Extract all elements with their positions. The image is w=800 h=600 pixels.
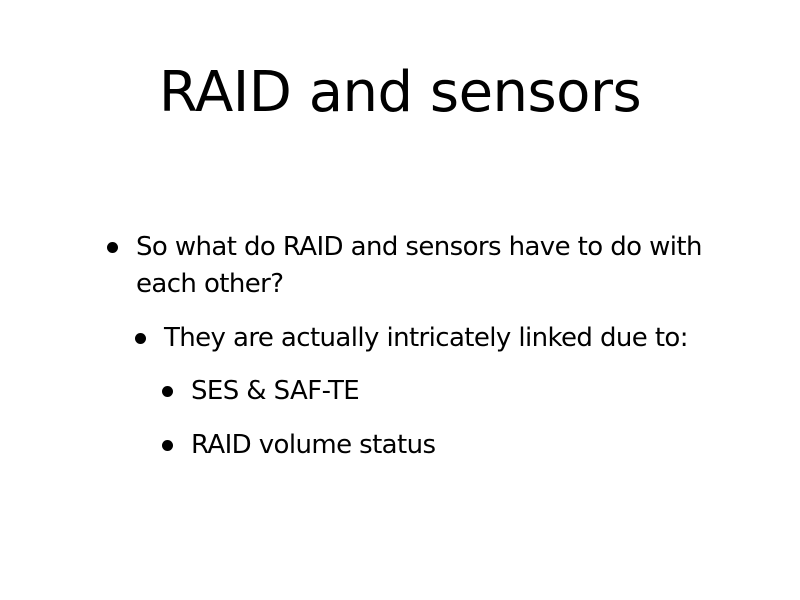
bullet-dot-icon — [162, 440, 173, 451]
bullet-item-level-3: RAID volume status — [191, 430, 436, 460]
bullet-dot-icon — [107, 242, 118, 253]
bullet-item-level-1: So what do RAID and sensors have to do w… — [136, 232, 702, 299]
bullet-dot-icon — [162, 386, 173, 397]
slide-title: RAID and sensors — [158, 60, 642, 125]
bullet-dot-icon — [135, 333, 146, 344]
bullet-item-level-3: SES & SAF-TE — [191, 376, 360, 406]
bullet-item-level-2: They are actually intricately linked due… — [164, 323, 688, 353]
